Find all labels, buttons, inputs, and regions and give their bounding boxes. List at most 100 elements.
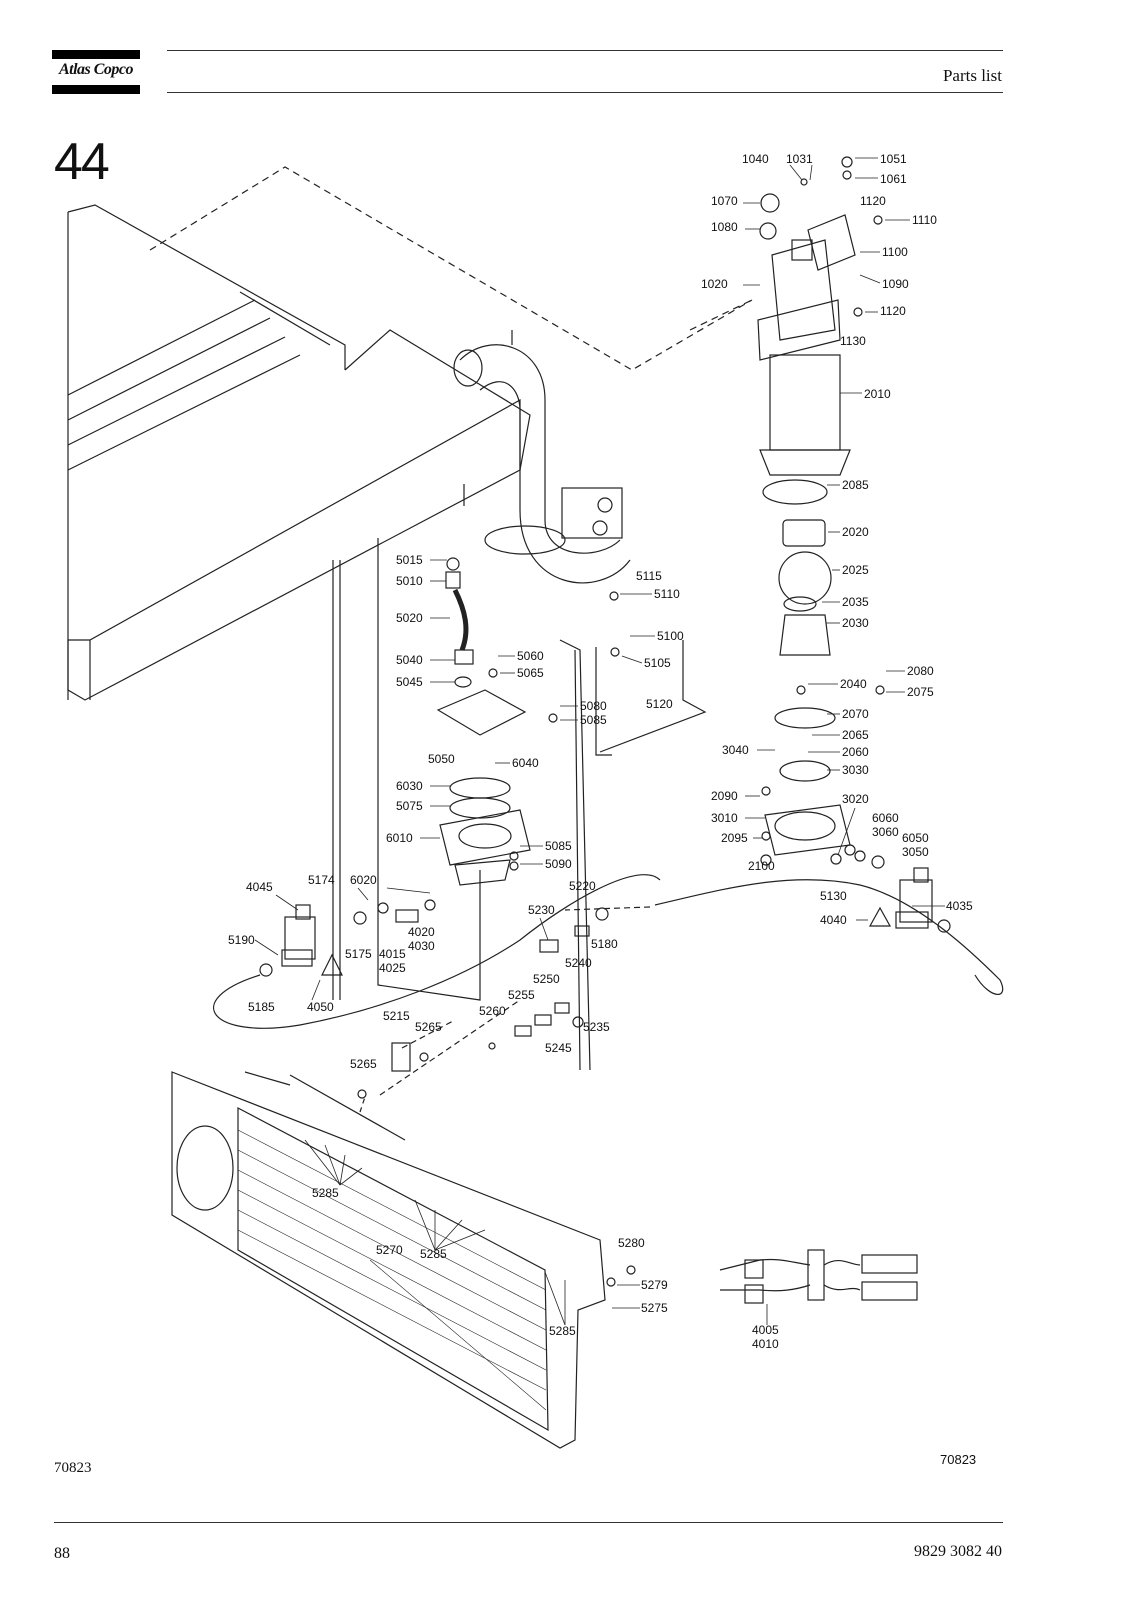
callout-label: 5040 — [396, 653, 423, 667]
callout-label: 1090 — [882, 277, 909, 291]
callout-label: 5120 — [646, 697, 673, 711]
callout-label: 2075 — [907, 685, 934, 699]
cooler-block-illustration — [67, 204, 531, 701]
callout-label: 3040 — [722, 743, 749, 757]
callout-label: 1110 — [912, 213, 937, 227]
callout-label: 5085 — [545, 839, 572, 853]
callout-label: 5235 — [583, 1020, 610, 1034]
callout-label: 2090 — [711, 789, 738, 803]
callout-label: 4045 — [246, 880, 273, 894]
callout-label: 5075 — [396, 799, 423, 813]
callout-label: 5245 — [545, 1041, 572, 1055]
callout-label: 2040 — [840, 677, 867, 691]
callout-label: 1070 — [711, 194, 738, 208]
callout-label: 4010 — [752, 1337, 779, 1351]
leader-lines — [254, 157, 945, 1326]
callout-label: 2035 — [842, 595, 869, 609]
callout-label: 5280 — [618, 1236, 645, 1250]
callout-label: 5260 — [479, 1004, 506, 1018]
callout-label: 2060 — [842, 745, 869, 759]
callout-label: 4030 — [408, 939, 435, 953]
grille-panel-illustration — [171, 999, 606, 1449]
atlas-copco-logo: Atlas Copco — [52, 50, 140, 94]
section-number: 44 — [54, 133, 110, 191]
solenoid-valve-right — [895, 867, 933, 929]
callout-label: 1120 — [880, 304, 906, 318]
callout-label: 5080 — [580, 699, 607, 713]
filter-housing-illustration — [689, 214, 856, 856]
callout-label: 5060 — [517, 649, 544, 663]
callout-label: 5174 — [308, 873, 335, 887]
callout-label: 3030 — [842, 763, 869, 777]
callout-label: 5085 — [580, 713, 607, 727]
callout-label: 5185 — [248, 1000, 275, 1014]
callout-label: 5180 — [591, 937, 618, 951]
callout-label: 3060 — [872, 825, 899, 839]
callout-label: 6050 — [902, 831, 929, 845]
callout-label: 1031 — [786, 152, 813, 166]
page-title: Parts list — [942, 66, 1002, 85]
callout-label: 5265 — [350, 1057, 377, 1071]
callout-label: 5215 — [383, 1009, 410, 1023]
wiring-harness-illustration — [719, 1249, 918, 1304]
callout-label: 5285 — [312, 1186, 339, 1200]
callout-label: 4025 — [379, 961, 406, 975]
callout-label: 6030 — [396, 779, 423, 793]
footer-rule — [54, 1522, 1003, 1523]
flange-parts-illustration — [436, 588, 707, 886]
callout-label: 4020 — [408, 925, 435, 939]
callout-label: 5020 — [396, 611, 423, 625]
cable-illustration — [213, 874, 1004, 1029]
callout-label: 5270 — [376, 1243, 403, 1257]
callout-label: 5250 — [533, 972, 560, 986]
header-rule-bottom — [167, 92, 1003, 93]
callout-label: 5065 — [517, 666, 544, 680]
callout-label: 5045 — [396, 675, 423, 689]
callout-label: 5190 — [228, 933, 255, 947]
figure-reference-left: 70823 — [54, 1460, 92, 1476]
solenoid-valve-left — [281, 904, 316, 967]
callout-label: 5275 — [641, 1301, 668, 1315]
callout-label: 5010 — [396, 574, 423, 588]
callout-label: 1130 — [840, 334, 866, 348]
callout-label: 5105 — [644, 656, 671, 670]
callout-label: 6010 — [386, 831, 413, 845]
fittings-illustration — [259, 156, 951, 1287]
callout-label: 5175 — [345, 947, 372, 961]
callout-label: 4040 — [820, 913, 847, 927]
callout-label: 1040 — [742, 152, 769, 166]
callout-label: 3050 — [902, 845, 929, 859]
callout-label: 5130 — [820, 889, 847, 903]
callout-label: 5015 — [396, 553, 423, 567]
callout-label: 5230 — [528, 903, 555, 917]
warning-triangle-right — [868, 906, 892, 927]
header-rule-top — [167, 50, 1003, 51]
callout-label: 1080 — [711, 220, 738, 234]
callout-label: 5100 — [657, 629, 684, 643]
dashed-connection-top — [149, 166, 753, 371]
brand-name: Atlas Copco — [58, 61, 134, 78]
callout-label: 5220 — [569, 879, 596, 893]
callout-label: 1100 — [882, 245, 908, 259]
callout-label: 5285 — [549, 1324, 576, 1338]
callout-label: 6060 — [872, 811, 899, 825]
callout-label: 3020 — [842, 792, 869, 806]
callout-label: 2100 — [748, 859, 775, 873]
callout-label: 2010 — [864, 387, 891, 401]
figure-reference-right: 70823 — [940, 1452, 977, 1467]
callout-label: 5279 — [641, 1278, 668, 1292]
callout-label: 5285 — [420, 1247, 447, 1261]
callout-label: 5050 — [428, 752, 455, 766]
callout-label: 2080 — [907, 664, 934, 678]
callout-label: 5255 — [508, 988, 535, 1002]
callout-label: 1120 — [860, 194, 886, 208]
callout-label: 4035 — [946, 899, 973, 913]
callout-label: 4005 — [752, 1323, 779, 1337]
callout-label: 2085 — [842, 478, 869, 492]
callout-label: 5240 — [565, 956, 592, 970]
callout-label: 4050 — [307, 1000, 334, 1014]
callout-label: 6020 — [350, 873, 377, 887]
warning-triangle-left — [321, 953, 343, 976]
callout-label: 2020 — [842, 525, 869, 539]
